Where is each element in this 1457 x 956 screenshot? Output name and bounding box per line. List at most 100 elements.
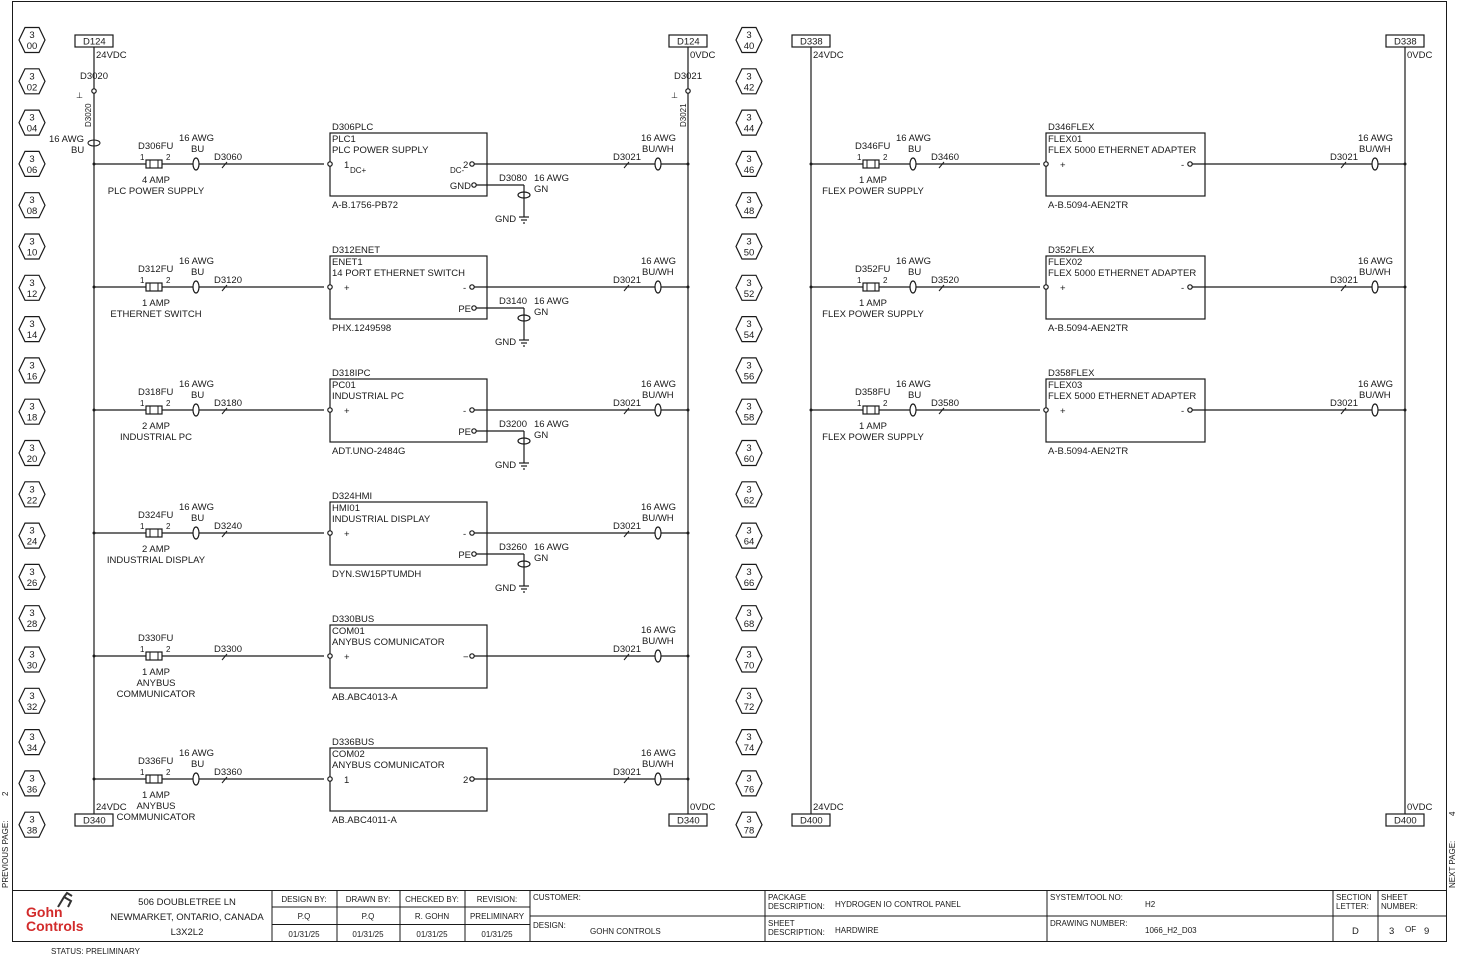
rung-junction <box>686 408 690 412</box>
sheet-number-header-1: SHEET <box>1381 893 1408 902</box>
fuse-description: ETHERNET SWITCH <box>110 309 201 320</box>
hex-outline <box>735 770 763 797</box>
next-page-text: NEXT PAGE: <box>1448 841 1457 888</box>
hex-ref-line: 38 <box>27 826 38 837</box>
wire-awg: 16 AWG <box>179 133 214 144</box>
page-ref-hex: 308 <box>18 192 46 219</box>
page-ref-hex: 376 <box>735 770 763 797</box>
fuse-pin-2: 2 <box>883 276 888 285</box>
device-id: COM01 <box>332 626 365 637</box>
design-by-date: 01/31/25 <box>288 930 320 939</box>
ground-terminal <box>471 551 477 557</box>
device-id: HMI01 <box>332 503 360 514</box>
hex-outline <box>18 150 46 177</box>
fuse-tag: D324FU <box>138 510 174 521</box>
device-out-terminal <box>1187 284 1193 290</box>
fuse-pin-2: 2 <box>883 153 888 162</box>
hex-outline <box>18 316 46 343</box>
fuse-icon <box>145 405 163 415</box>
bus-tag-top-right <box>668 34 708 48</box>
hex-ref-page: 3 <box>29 567 34 578</box>
device-part-number: A-B.5094-AEN2TR <box>1048 446 1128 457</box>
device-part-number: A-B.1756-PB72 <box>332 200 398 211</box>
page-ref-hex: 358 <box>735 398 763 425</box>
hex-ref-line: 56 <box>744 371 755 382</box>
page-ref-hex: 306 <box>18 150 46 177</box>
device-in-terminal <box>327 284 333 290</box>
rbus-volt-top-left: 24VDC <box>813 50 844 61</box>
previous-page-label: PREVIOUS PAGE: 2 <box>1 791 10 888</box>
return-wire-number: D3021 <box>1330 275 1358 286</box>
fuse-icon <box>145 159 163 169</box>
hex-outline <box>18 233 46 260</box>
sheet-number: 3 <box>1389 926 1394 937</box>
hex-ref-page: 3 <box>29 815 34 826</box>
wire-marker <box>909 157 917 171</box>
hex-outline <box>735 398 763 425</box>
ground-terminal-label: PE <box>458 427 471 438</box>
rung-junction <box>686 654 690 658</box>
hex-ref-page: 3 <box>746 195 751 206</box>
return-wire-number: D3021 <box>613 398 641 409</box>
wire-awg: 16 AWG <box>896 133 931 144</box>
return-wire-number: D3021 <box>613 275 641 286</box>
rung-junction <box>686 531 690 535</box>
ground-text: GND <box>495 337 516 348</box>
fuse-description: INDUSTRIAL DISPLAY <box>107 555 206 566</box>
next-page-label: NEXT PAGE: 4 <box>1448 811 1457 888</box>
ground-wire-number: D3200 <box>499 419 527 430</box>
page-ref-hex: 378 <box>735 811 763 838</box>
fuse-pin-2: 2 <box>166 768 171 777</box>
device-in-terminal <box>327 776 333 782</box>
svg-text:⊥: ⊥ <box>671 91 678 100</box>
page-ref-hex: 354 <box>735 316 763 343</box>
return-wire-awg: 16 AWG <box>641 502 676 513</box>
return-wire-awg: 16 AWG <box>641 748 676 759</box>
sheet-desc-value: HARDWIRE <box>835 926 879 935</box>
device-name: PLC POWER SUPPLY <box>332 145 429 156</box>
drawing-number-value: 1066_H2_D03 <box>1145 926 1197 935</box>
fuse-description: FLEX POWER SUPPLY <box>822 432 924 443</box>
fuse-tag: D312FU <box>138 264 174 275</box>
device-box <box>329 378 488 443</box>
fuse-rating: 1 AMP <box>859 298 887 309</box>
hex-ref-page: 3 <box>746 237 751 248</box>
wire-awg: 16 AWG <box>179 748 214 759</box>
rbus-tag-bottom-left <box>791 813 831 827</box>
hex-ref-line: 40 <box>744 41 755 52</box>
hex-ref-page: 3 <box>746 30 751 41</box>
ground-wire-number: D3140 <box>499 296 527 307</box>
page-ref-hex: 316 <box>18 357 46 384</box>
right-power-section: D338 24VDC D338 0VDC 24VDC D400 0VDC D40… <box>791 34 1432 827</box>
wire-marker <box>909 403 917 417</box>
device-id: PLC1 <box>332 134 356 145</box>
fuse-rating: 1 AMP <box>142 667 170 678</box>
wire-number: D3520 <box>931 275 959 286</box>
ground-wire-awg: 16 AWG <box>534 296 569 307</box>
bus-tag-bottom-right-text: D340 <box>677 816 700 827</box>
hex-ref-page: 3 <box>746 319 751 330</box>
design-by-value: P.Q <box>298 912 311 921</box>
bus-tag-bottom-left-text: D340 <box>83 816 106 827</box>
hex-outline <box>735 811 763 838</box>
fuse-description: FLEX POWER SUPPLY <box>822 186 924 197</box>
hex-ref-line: 68 <box>744 619 755 630</box>
hex-outline <box>18 522 46 549</box>
hex-ref-page: 3 <box>29 278 34 289</box>
return-wire-marker <box>654 526 662 540</box>
wire-number: D3240 <box>214 521 242 532</box>
return-wire-awg: 16 AWG <box>1358 379 1393 390</box>
fuse-icon <box>862 159 880 169</box>
return-wire-marker <box>654 280 662 294</box>
device-in-terminal <box>327 530 333 536</box>
hex-ref-page: 3 <box>29 691 34 702</box>
fuse-icon <box>862 405 880 415</box>
rung-junction <box>1403 285 1407 289</box>
hex-ref-line: 70 <box>744 661 755 672</box>
ground-terminal <box>471 428 477 434</box>
middle-reference-column: 3403423443463483503523543563583603623643… <box>735 26 763 838</box>
wire-color: BU <box>908 390 921 401</box>
hex-outline <box>735 233 763 260</box>
return-wire-marker <box>654 403 662 417</box>
